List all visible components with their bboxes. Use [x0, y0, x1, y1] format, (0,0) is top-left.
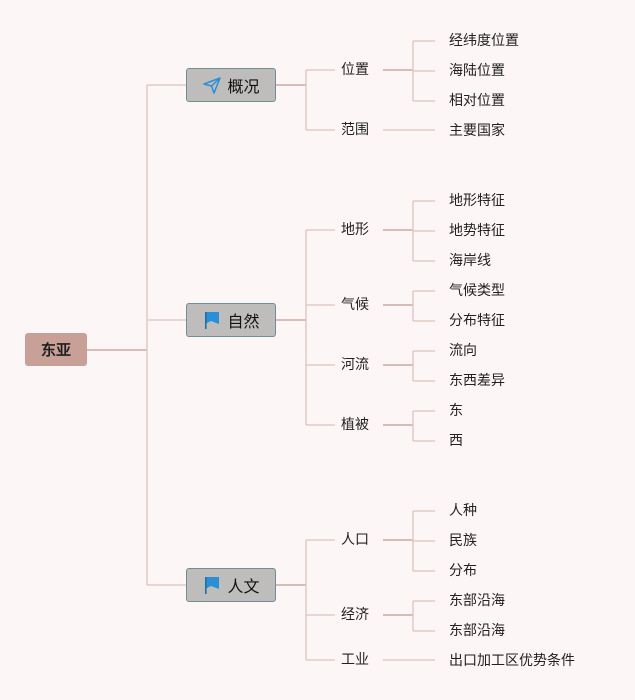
leaf-node[interactable]: 海陆位置	[449, 61, 505, 81]
branch-label: 概况	[227, 77, 260, 96]
leaf-label: 东部沿海	[449, 623, 505, 639]
leaf-label: 东西差异	[449, 373, 505, 389]
sub-label: 位置	[341, 62, 369, 78]
root-node[interactable]: 东亚	[25, 333, 87, 366]
sub-label: 范围	[341, 122, 369, 138]
leaf-label: 主要国家	[449, 123, 505, 139]
sub-node-location[interactable]: 位置	[341, 60, 369, 80]
leaf-node[interactable]: 民族	[449, 531, 477, 551]
leaf-node[interactable]: 分布	[449, 561, 477, 581]
sub-label: 工业	[341, 652, 369, 668]
branch-node-humanities[interactable]: 人文	[186, 568, 276, 602]
leaf-label: 地形特征	[449, 193, 505, 209]
leaf-label: 东	[449, 403, 463, 419]
sub-node-population[interactable]: 人口	[341, 530, 369, 550]
leaf-node[interactable]: 出口加工区优势条件	[449, 651, 575, 671]
leaf-node[interactable]: 东部沿海	[449, 621, 505, 641]
sub-node-climate[interactable]: 气候	[341, 295, 369, 315]
branch-node-nature[interactable]: 自然	[186, 303, 276, 337]
leaf-label: 海岸线	[449, 253, 491, 269]
leaf-node[interactable]: 地形特征	[449, 191, 505, 211]
leaf-label: 西	[449, 433, 463, 449]
leaf-label: 民族	[449, 533, 477, 549]
leaf-node[interactable]: 东	[449, 401, 463, 421]
leaf-node[interactable]: 分布特征	[449, 311, 505, 331]
sub-node-terrain[interactable]: 地形	[341, 220, 369, 240]
leaf-label: 气候类型	[449, 283, 505, 299]
leaf-label: 地势特征	[449, 223, 505, 239]
leaf-node[interactable]: 气候类型	[449, 281, 505, 301]
leaf-label: 分布	[449, 563, 477, 579]
leaf-node[interactable]: 地势特征	[449, 221, 505, 241]
sub-label: 气候	[341, 297, 369, 313]
leaf-node[interactable]: 流向	[449, 341, 477, 361]
sub-node-vegetation[interactable]: 植被	[341, 415, 369, 435]
sub-label: 人口	[341, 532, 369, 548]
paper-plane-icon	[202, 75, 222, 95]
leaf-node[interactable]: 主要国家	[449, 121, 505, 141]
sub-label: 地形	[341, 222, 369, 238]
sub-label: 河流	[341, 357, 369, 373]
sub-node-industry[interactable]: 工业	[341, 650, 369, 670]
sub-node-economy[interactable]: 经济	[341, 605, 369, 625]
leaf-label: 分布特征	[449, 313, 505, 329]
sub-label: 经济	[341, 607, 369, 623]
leaf-label: 经纬度位置	[449, 33, 519, 49]
leaf-label: 相对位置	[449, 93, 505, 109]
root-label: 东亚	[40, 341, 71, 359]
leaf-label: 出口加工区优势条件	[449, 653, 575, 669]
leaf-node[interactable]: 东部沿海	[449, 591, 505, 611]
branch-label: 人文	[227, 577, 260, 596]
branch-label: 自然	[227, 312, 260, 331]
leaf-node[interactable]: 海岸线	[449, 251, 491, 271]
leaf-label: 流向	[449, 343, 477, 359]
leaf-node[interactable]: 人种	[449, 501, 477, 521]
leaf-label: 海陆位置	[449, 63, 505, 79]
sub-node-rivers[interactable]: 河流	[341, 355, 369, 375]
leaf-label: 东部沿海	[449, 593, 505, 609]
flag-icon	[202, 575, 222, 595]
sub-node-extent[interactable]: 范围	[341, 120, 369, 140]
sub-label: 植被	[341, 417, 369, 433]
leaf-node[interactable]: 相对位置	[449, 91, 505, 111]
leaf-node[interactable]: 经纬度位置	[449, 31, 519, 51]
leaf-node[interactable]: 东西差异	[449, 371, 505, 391]
leaf-node[interactable]: 西	[449, 431, 463, 451]
leaf-label: 人种	[449, 503, 477, 519]
flag-icon	[202, 310, 222, 330]
branch-node-overview[interactable]: 概况	[186, 68, 276, 102]
